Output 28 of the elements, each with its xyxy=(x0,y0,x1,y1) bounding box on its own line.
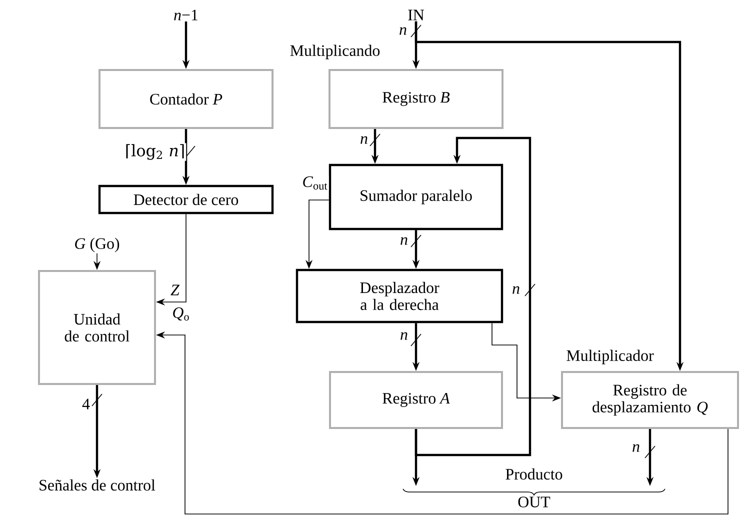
edge-label: n xyxy=(360,136,368,144)
register-box: Contador P xyxy=(98,69,274,129)
edge-label: C$_{out}$ xyxy=(303,176,328,190)
edge-label: 4 xyxy=(82,398,90,410)
signal-label: G (Go) xyxy=(75,238,120,252)
signal-label: IN xyxy=(408,10,424,20)
edge-label: n xyxy=(400,332,408,340)
edge-label: Z xyxy=(170,284,180,296)
logic-box: Desplazador a la derecha xyxy=(296,268,504,324)
edge-label: n xyxy=(400,27,406,35)
signal-label: Señales de control xyxy=(40,479,156,491)
edge-label: Multiplicador xyxy=(566,350,654,364)
text-label: Multiplicando xyxy=(290,44,380,60)
logic-box: Detector de cero xyxy=(98,184,274,214)
edge-label: n xyxy=(632,444,640,452)
edge-label: ⌈log$_{2}$ n⌉ xyxy=(126,144,184,160)
arrow xyxy=(414,136,532,456)
edge-label: Q$_{o}$ xyxy=(173,307,189,321)
register-box: Registro B xyxy=(328,69,504,129)
register-box: Registro de desplazamiento Q xyxy=(561,371,739,429)
logic-box: Sumador paralelo xyxy=(328,164,504,230)
signal-label: n−1 xyxy=(174,10,198,20)
edge-label: n xyxy=(512,286,520,294)
text-label: OUT xyxy=(518,496,550,508)
edge-label: n xyxy=(400,237,408,245)
register-box: Unidad de control xyxy=(38,270,156,385)
register-box: Registro A xyxy=(329,371,503,429)
text-label: Producto xyxy=(506,468,562,480)
